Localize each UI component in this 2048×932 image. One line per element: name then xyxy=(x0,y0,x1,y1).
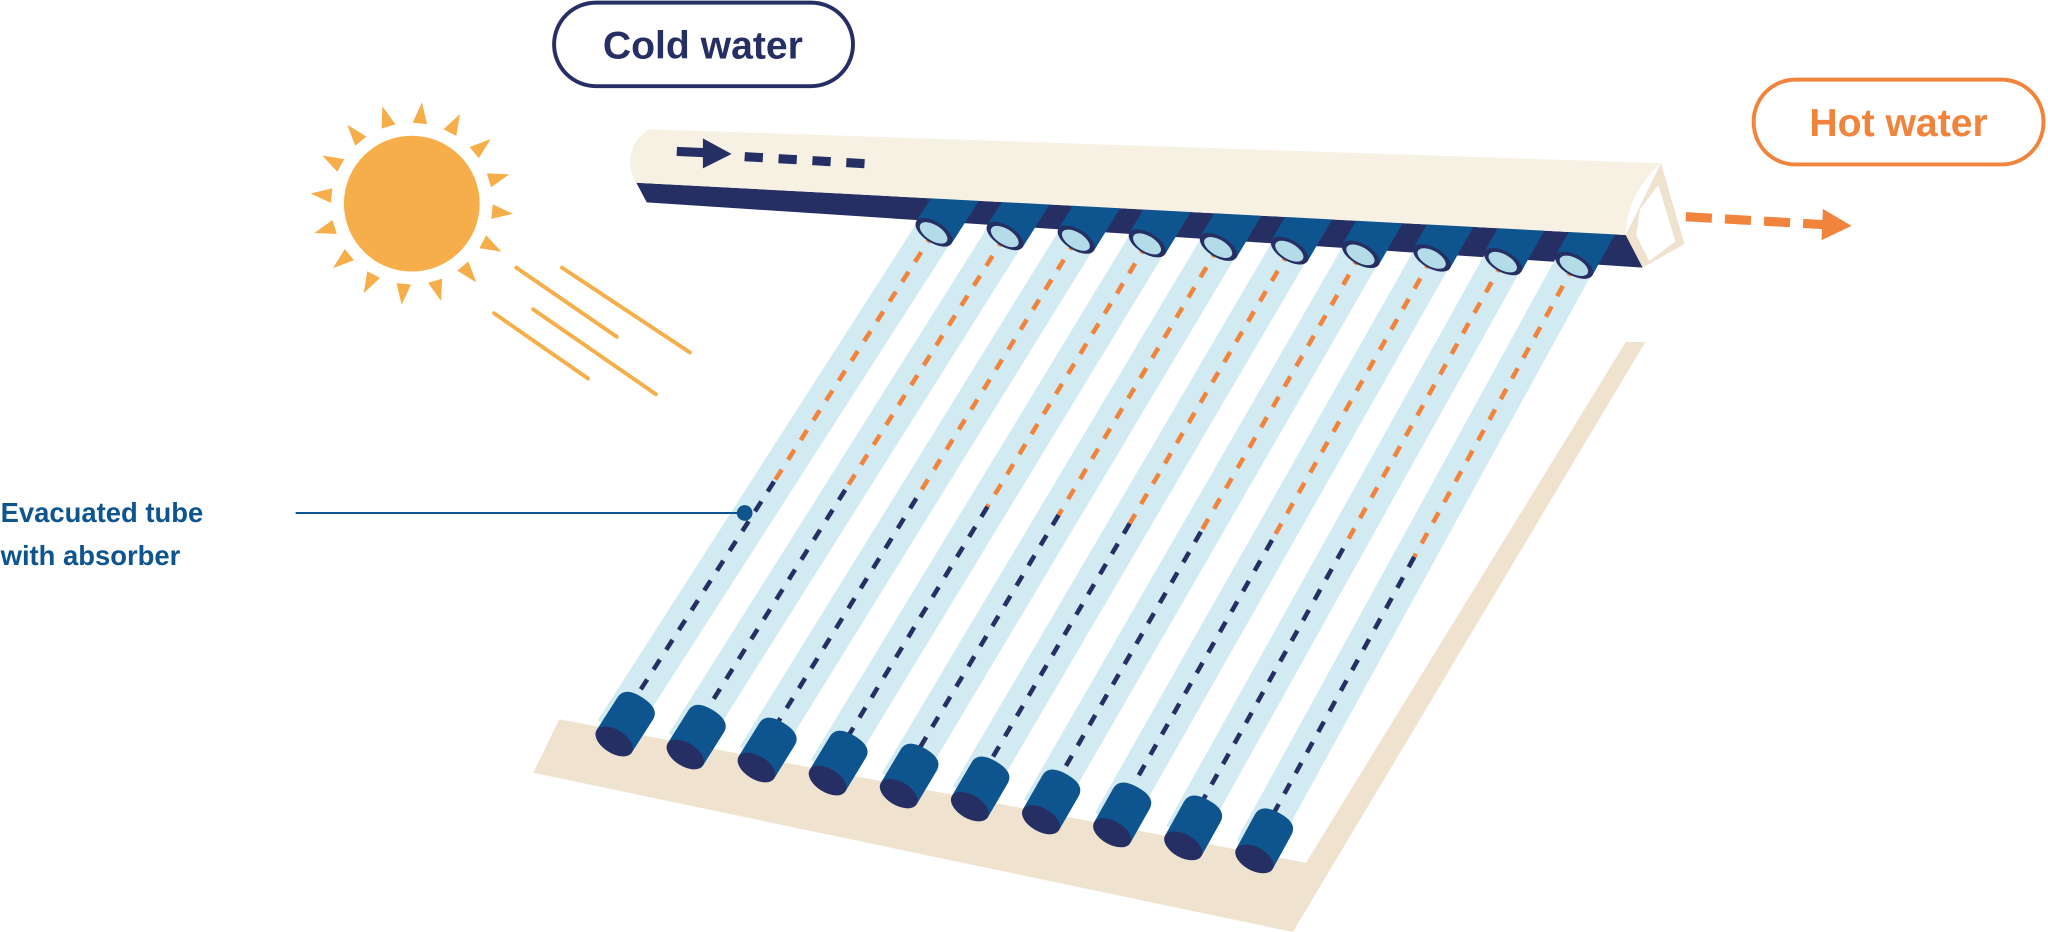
sun-ray xyxy=(381,106,396,129)
evacuated-tube xyxy=(666,175,1055,770)
callout-line1: Evacuated tube xyxy=(1,497,204,528)
callout-dot xyxy=(736,505,753,521)
tube-bottom-cap xyxy=(808,730,868,796)
sun-ray xyxy=(347,124,367,146)
heat-pipe-cold xyxy=(1110,539,1274,824)
evacuated-tube xyxy=(595,171,984,757)
sun-ray xyxy=(457,261,477,283)
heat-pipe-cold xyxy=(1252,555,1417,850)
heat-pipe-hot xyxy=(1270,256,1434,542)
sun-ray xyxy=(363,271,381,294)
sun-ray xyxy=(479,235,502,252)
sun-ray xyxy=(310,188,333,203)
sun-ray xyxy=(486,173,510,188)
hot-water-arrow-icon xyxy=(1685,208,1852,241)
manifold-header xyxy=(630,129,1661,235)
hot-water-label: Hot water xyxy=(1751,77,2046,167)
tube-bottom-cap xyxy=(879,743,939,809)
tube-bottom-cap xyxy=(737,717,797,783)
tube-bottom-cap xyxy=(666,704,726,770)
heat-pipe-hot xyxy=(1056,245,1221,517)
sun-ray xyxy=(491,204,514,219)
evacuated-tube xyxy=(1021,192,1409,835)
heat-pipe-hot xyxy=(1412,264,1577,558)
heat-pipe-cold xyxy=(1181,547,1346,837)
callout-line2: with absorber xyxy=(0,540,181,571)
sun-ray xyxy=(322,155,345,172)
sun-ray xyxy=(396,283,412,305)
heat-pipe-cold xyxy=(612,480,776,733)
tube-bottom-cap xyxy=(1021,769,1081,835)
sun-ray xyxy=(314,219,337,234)
tube-bottom-cap xyxy=(1235,808,1294,874)
tube-bottom-cap xyxy=(1164,795,1223,861)
collector-frame xyxy=(533,341,1646,932)
heat-pipe-cold xyxy=(967,522,1132,798)
heat-pipe-hot xyxy=(772,231,936,483)
hot-water-text: Hot water xyxy=(1809,102,1987,145)
sun-ray xyxy=(412,102,428,125)
heat-pipe-cold xyxy=(896,513,1061,785)
heat-pipe-hot xyxy=(914,238,1079,500)
heat-pipe-hot xyxy=(1198,253,1363,533)
evacuated-tube xyxy=(808,182,1196,796)
manifold-end-cap-inner xyxy=(1636,185,1676,262)
heat-pipe-hot xyxy=(1127,249,1292,525)
cold-water-label: Cold water xyxy=(552,0,855,89)
cold-water-text: Cold water xyxy=(603,25,803,68)
evacuated-tubes xyxy=(595,171,1621,874)
heat-pipe-cold xyxy=(683,488,848,746)
tube-bottom-cap xyxy=(950,756,1010,822)
sun-ray xyxy=(443,113,460,137)
evacuated-tube-callout: Evacuated tube with absorber xyxy=(0,497,753,571)
tube-bottom-cap xyxy=(1093,782,1152,848)
heat-pipe-hot xyxy=(985,242,1150,508)
evacuated-tube xyxy=(950,189,1338,822)
heat-pipe-cold xyxy=(754,497,919,759)
sun-ray xyxy=(428,278,443,302)
sun-rays-icon xyxy=(492,265,692,397)
evacuated-tube xyxy=(879,185,1267,809)
sun-icon xyxy=(310,102,514,305)
heat-pipe-cold xyxy=(1038,530,1203,811)
sun-ray xyxy=(469,139,491,159)
heat-pipe-cold xyxy=(825,505,990,772)
sun-ray xyxy=(332,249,354,269)
tube-bottom-cap xyxy=(595,691,655,757)
heat-pipe-hot xyxy=(843,234,1008,492)
heat-pipe-hot xyxy=(1341,260,1506,550)
cold-water-arrow-icon xyxy=(676,138,879,170)
